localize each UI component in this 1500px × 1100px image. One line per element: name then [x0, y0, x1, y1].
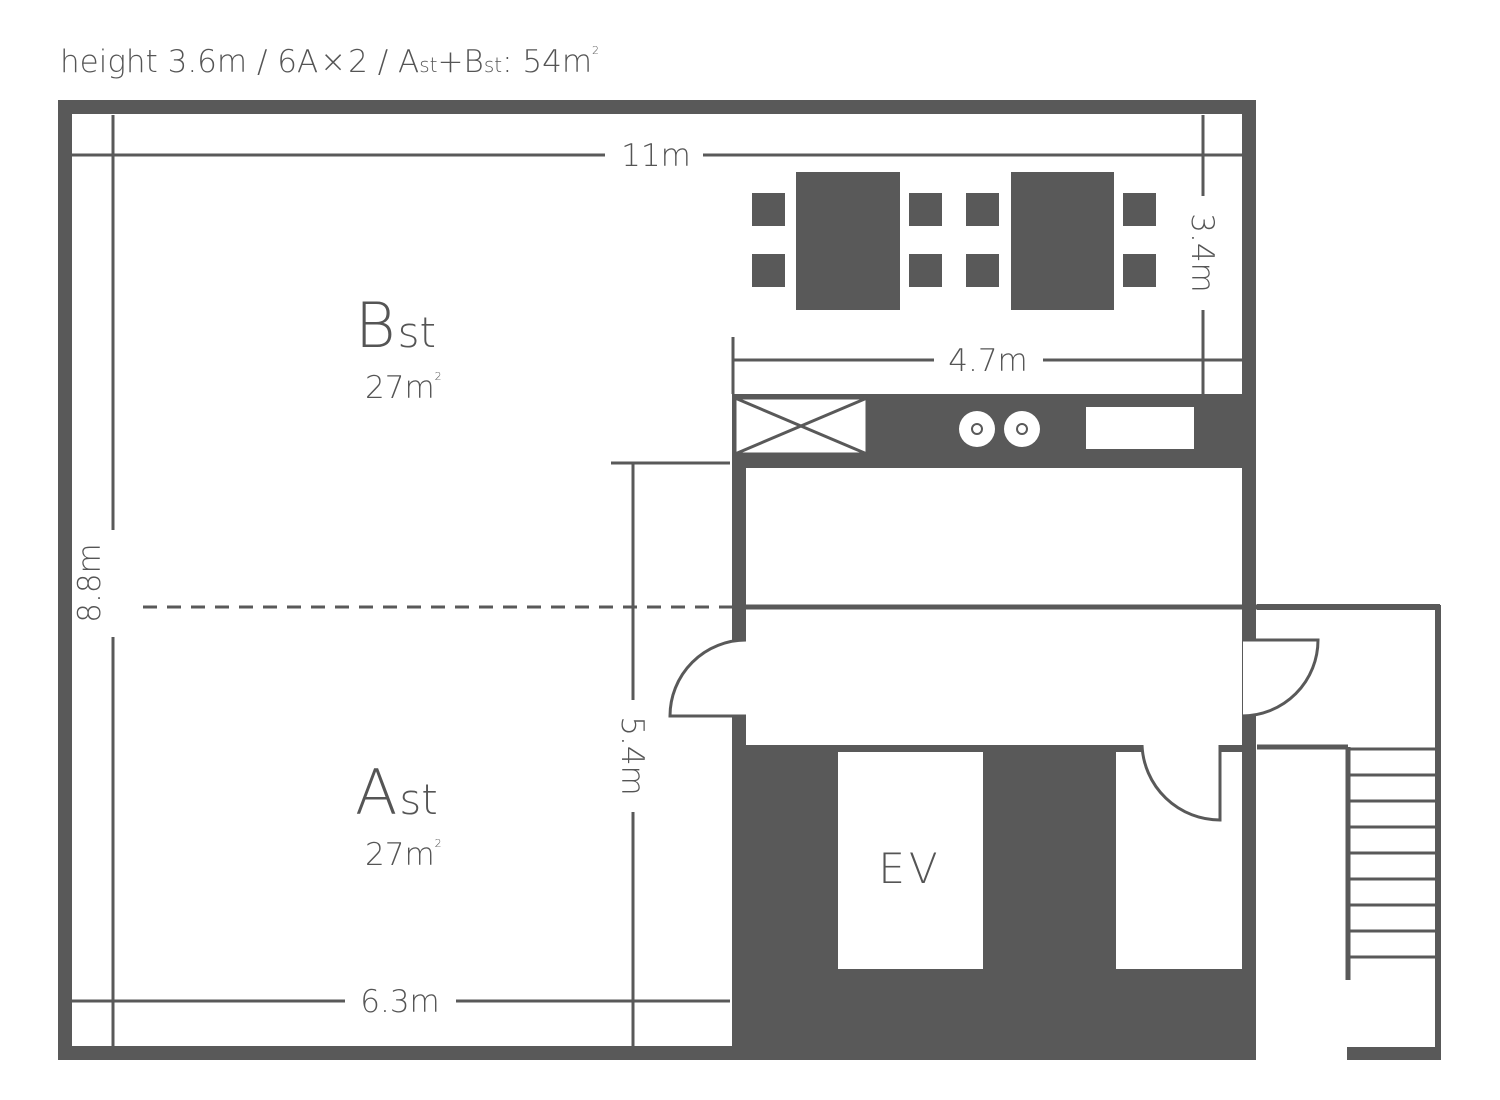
room-ast-sub: st: [399, 775, 437, 824]
burner-1-center: [971, 423, 983, 435]
corridor-wall-left-lower: [732, 716, 746, 748]
stair-steps: [1348, 747, 1436, 959]
dim-label-6-3m: 6.3m: [360, 984, 440, 1020]
walls: [58, 100, 1440, 1060]
corridor-wall-left-upper: [732, 460, 746, 640]
door-gap: [1142, 740, 1220, 754]
chair: [909, 193, 942, 226]
dimension-labels: 11m 6.3m 4.7m 8.8m 5.4m 3.4m: [72, 138, 1220, 1020]
dining-set: [752, 172, 1156, 310]
dim-label-8-8m: 8.8m: [72, 543, 108, 623]
room-ast-area-value: 27m: [365, 837, 435, 873]
stair-landing: [1347, 1047, 1441, 1060]
chair: [1123, 254, 1156, 287]
specs-plus: +: [438, 44, 464, 80]
doors: [668, 638, 1320, 822]
specs-count: 2 /: [348, 44, 398, 80]
left-door-opening: [731, 640, 747, 716]
room-ast-letter: A: [355, 756, 397, 829]
specs-prefix: height 3.6m / 6A: [60, 44, 318, 80]
dimension-lines: [72, 115, 1242, 1047]
corridor-wall-right-lower: [1242, 716, 1256, 748]
room-bst-sub: st: [398, 308, 436, 357]
specs-a-letter: A: [398, 44, 419, 80]
room-labels: Bst 27m2 Ast 27m2 EV: [355, 289, 941, 893]
floor-specs: height 3.6m / 6A×2 / Ast+Bst: 54m2: [60, 44, 599, 80]
corridor-wall-right-upper: [1242, 460, 1256, 640]
specs-a-sub: st: [419, 53, 437, 77]
specs-area: : 54m: [502, 44, 592, 80]
right-door-opening: [1243, 640, 1257, 716]
specs-b-sub: st: [484, 53, 502, 77]
elevator-label: EV: [878, 844, 941, 893]
door-swing-left: [668, 638, 747, 718]
room-ast-area-sup: 2: [435, 837, 442, 850]
chair: [966, 254, 999, 287]
sink-cross-b: [734, 396, 868, 456]
room-ast-area: 27m2: [365, 837, 442, 873]
room-bst-name: Bst: [355, 289, 436, 362]
room-bst-area: 27m2: [365, 370, 442, 406]
room-bst-letter: B: [355, 289, 396, 362]
room-ast-name: Ast: [355, 756, 438, 829]
burner-1: [959, 411, 995, 447]
table-1: [796, 172, 900, 310]
staircase: [1257, 604, 1441, 1060]
table-2: [1011, 172, 1114, 310]
dim-label-11m: 11m: [621, 138, 691, 174]
storage-room: [1116, 752, 1242, 969]
specs-sup: 2: [592, 44, 599, 57]
counter-workspace: [1086, 407, 1194, 449]
chair: [752, 254, 785, 287]
room-bst-area-value: 27m: [365, 370, 435, 406]
dim-label-5-4m: 5.4m: [614, 716, 650, 796]
chair: [909, 254, 942, 287]
room-bst-area-sup: 2: [435, 370, 442, 383]
burner-2: [1004, 411, 1040, 447]
specs-times: ×: [320, 44, 346, 80]
dim-label-4-7m: 4.7m: [948, 343, 1028, 379]
specs-b-letter: B: [464, 44, 484, 80]
dim-label-3-4m: 3.4m: [1184, 213, 1220, 293]
burner-2-center: [1016, 423, 1028, 435]
chair: [1123, 193, 1156, 226]
elevator-shaft: [838, 752, 983, 969]
kitchen-details: [733, 396, 1194, 456]
chair: [966, 193, 999, 226]
chair: [752, 193, 785, 226]
door-swing-storage: [1140, 744, 1222, 822]
door-swing-right: [1241, 638, 1320, 718]
